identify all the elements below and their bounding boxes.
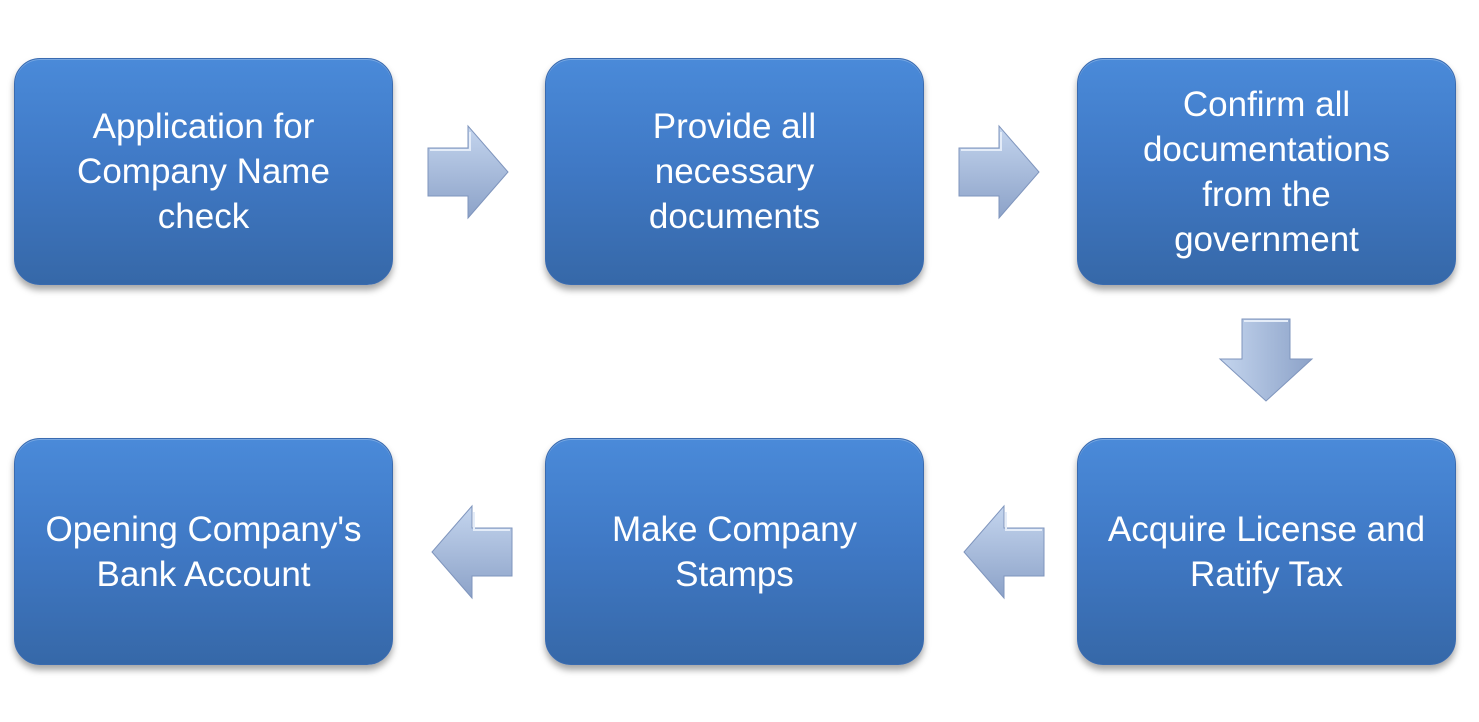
step-1-box: Application for Company Name check (14, 58, 393, 285)
step-4-label: Acquire License and Ratify Tax (1107, 509, 1426, 594)
step-5-label: Make Company Stamps (611, 509, 858, 594)
step-3-label: Confirm all documentations from the gove… (1142, 84, 1391, 259)
arrow-down-icon (1218, 318, 1314, 402)
step-1-label: Application for Company Name check (77, 107, 330, 236)
arrow-right-icon (958, 124, 1040, 220)
arrow-right-icon (427, 124, 509, 220)
step-4-box: Acquire License and Ratify Tax (1077, 438, 1456, 665)
step-3-box: Confirm all documentations from the gove… (1077, 58, 1456, 285)
step-2-box: Provide all necessary documents (545, 58, 924, 285)
arrow-left-icon (431, 504, 513, 600)
arrow-left-icon (963, 504, 1045, 600)
step-2-label: Provide all necessary documents (648, 107, 821, 236)
step-6-box: Opening Company's Bank Account (14, 438, 393, 665)
step-5-box: Make Company Stamps (545, 438, 924, 665)
step-6-label: Opening Company's Bank Account (45, 509, 362, 594)
